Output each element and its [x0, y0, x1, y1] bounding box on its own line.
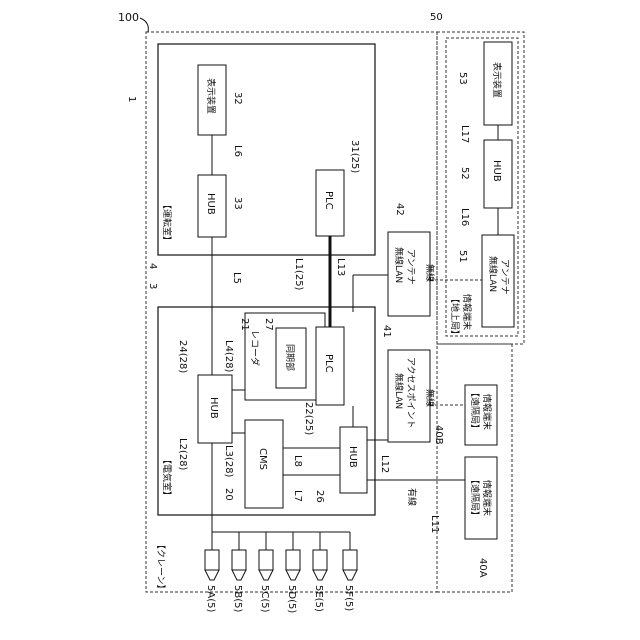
ref-32: 32	[232, 92, 243, 105]
ref-20: 20	[223, 488, 234, 501]
sensor-group	[205, 550, 357, 580]
ref-l1: L1(25)	[293, 258, 304, 291]
ref-l8: L8	[292, 455, 303, 467]
lan-ant-label2: アンテナ	[405, 249, 416, 285]
ref-40a: 40A	[477, 558, 488, 578]
sensor-5f	[343, 550, 357, 580]
sensor-label-5b: 5B(5)	[232, 585, 243, 612]
plc-op-label: PLC	[323, 191, 334, 210]
ref-24: 24(28)	[177, 340, 188, 373]
sensor-5a	[205, 550, 219, 580]
hub-gr-label: HUB	[491, 160, 502, 182]
gr-lan-label2: アンテナ	[499, 259, 510, 295]
hub-el-label: HUB	[208, 397, 219, 419]
ground-ref: 50	[430, 12, 443, 23]
ref-41: 41	[381, 325, 392, 338]
ref-51: 51	[457, 250, 468, 263]
sensor-5d	[286, 550, 300, 580]
remote-a-title: 【遠隔局】	[469, 475, 481, 520]
ref-31: 31(25)	[349, 140, 360, 173]
ap-label1: 無線LAN	[393, 373, 405, 409]
ref-26: 26	[314, 490, 325, 503]
disp-op-label: 表示装置	[205, 78, 217, 114]
ref-27: 27	[263, 318, 274, 331]
ground-terminal-label: 情報端末	[461, 294, 473, 330]
ref-53: 53	[457, 72, 468, 85]
ap-label2: アクセスポイント	[405, 357, 416, 429]
ref-l2: L2(28)	[177, 438, 188, 471]
electric-room-title: 【電気室】	[161, 455, 173, 500]
ref-52: 52	[459, 167, 470, 180]
sensor-label-5c: 5C(5)	[259, 585, 270, 613]
sensor-label-5a: 5A(5)	[205, 585, 216, 612]
sensor-label-5f: 5F(5)	[343, 585, 354, 611]
wireless-label-2: 無線	[424, 389, 436, 407]
ref-l17: L17	[459, 125, 470, 143]
system-ref: 100	[118, 11, 139, 24]
ref-33: 33	[232, 197, 243, 210]
crane-title: 【クレーン】	[155, 540, 166, 594]
ref-l5: L5	[231, 272, 242, 284]
operator-room-title: 【運転室】	[161, 200, 173, 245]
crane-ref: 1	[126, 96, 137, 102]
lan-ant-label1: 無線LAN	[393, 247, 405, 283]
remote-b-term: 情報端末	[481, 394, 493, 430]
plc-el-label: PLC	[323, 354, 334, 373]
cms-label: CMS	[257, 448, 268, 470]
recorder-label: レコーダ	[249, 330, 261, 366]
gr-lan-label1: 無線LAN	[487, 256, 499, 292]
ref-22: 22(25)	[303, 402, 314, 435]
sensor-5e	[313, 550, 327, 580]
system-leader-arrow	[140, 18, 148, 32]
ref-l13: L13	[335, 258, 346, 276]
sensor-label-5e: 5E(5)	[313, 585, 324, 612]
wireless-label-1: 無線	[424, 264, 436, 282]
ref-l4: L4(28)	[223, 340, 234, 373]
ground-station-title: 【地上局】	[449, 294, 461, 339]
sensor-5b	[232, 550, 246, 580]
ref-l12: L12	[379, 455, 390, 473]
ref-3: 3	[147, 283, 158, 289]
ref-42: 42	[394, 203, 405, 216]
hub2-label: HUB	[347, 446, 358, 468]
hub-op-label: HUB	[205, 193, 216, 215]
ref-4: 4	[147, 263, 158, 269]
disp-gr-label: 表示装置	[491, 62, 503, 98]
ref-l7: L7	[292, 490, 303, 502]
ref-l3: L3(28)	[223, 445, 234, 478]
wired-label: 有線	[406, 488, 418, 506]
ref-l6: L6	[232, 145, 243, 157]
sensor-5c	[259, 550, 273, 580]
sync-label: 同期部	[284, 344, 296, 371]
ref-40b: 40B	[433, 425, 444, 445]
ref-l11: L11	[429, 515, 440, 533]
ref-l16: L16	[459, 208, 470, 226]
sensor-label-5d: 5D(5)	[286, 585, 297, 613]
remote-b-title: 【遠隔局】	[469, 388, 481, 433]
ref-21: 21	[239, 318, 250, 331]
remote-a-term: 情報端末	[481, 480, 493, 516]
